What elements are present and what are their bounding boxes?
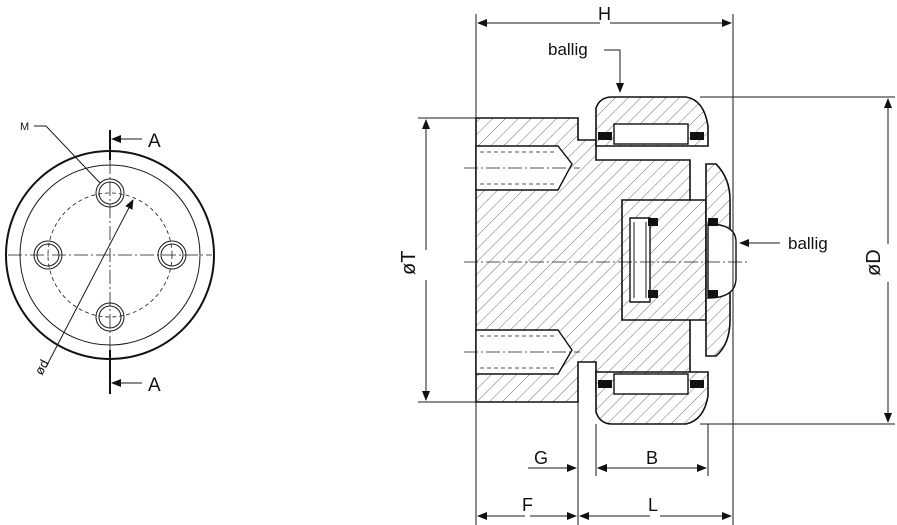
dim-L: L — [648, 495, 658, 515]
needle-roller-bottom — [613, 373, 689, 395]
dim-G: G — [534, 448, 548, 468]
threaded-hole-bottom — [475, 329, 573, 375]
tapped-hole-right — [157, 240, 187, 270]
dim-H: H — [598, 4, 611, 24]
section-view: H ballig ballig øT øD G B F — [398, 4, 895, 525]
needle-roller-top — [613, 123, 689, 145]
tapped-hole-top — [95, 178, 125, 208]
bolt-circle-label: ød — [31, 357, 51, 377]
tapped-hole-left — [33, 240, 63, 270]
dim-D: øD — [863, 249, 885, 276]
ballig-top-label: ballig — [548, 40, 588, 59]
inner-race — [629, 217, 651, 303]
crowned-rollers — [707, 223, 737, 299]
thread-label: M — [20, 121, 29, 133]
ballig-right-label: ballig — [788, 234, 828, 253]
tapped-hole-bottom — [95, 302, 125, 332]
front-view: A A M ød — [5, 121, 215, 396]
dim-F: F — [522, 495, 533, 515]
dim-T: øT — [398, 251, 420, 275]
section-label-top: A — [148, 131, 161, 152]
dim-B: B — [646, 448, 658, 468]
threaded-hole-top — [475, 145, 573, 191]
section-label-bottom: A — [148, 375, 161, 396]
